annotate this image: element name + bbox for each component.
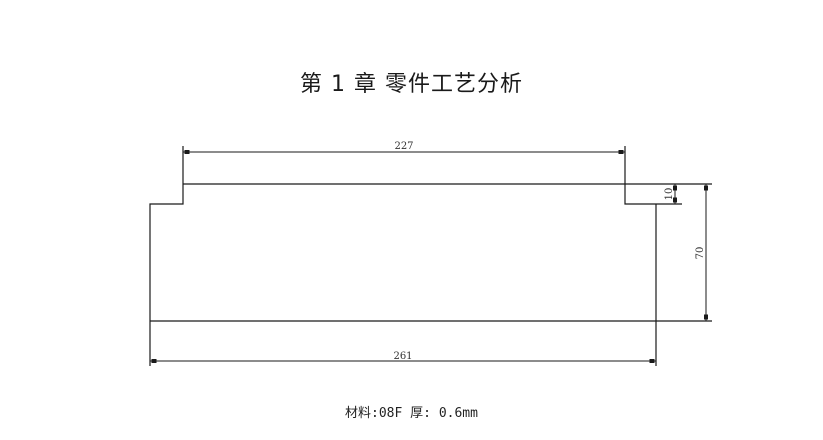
part-outline (149, 146, 712, 366)
dim-step-height: 10 (664, 188, 675, 201)
dim-bottom-width: 261 (393, 351, 412, 362)
dimension-lines (150, 150, 708, 363)
dim-top-width: 227 (394, 141, 413, 152)
page-title: 第 1 章 零件工艺分析 (300, 72, 523, 97)
dim-total-height: 70 (695, 247, 706, 260)
material-caption: 材料:08F 厚: 0.6mm (345, 406, 478, 421)
